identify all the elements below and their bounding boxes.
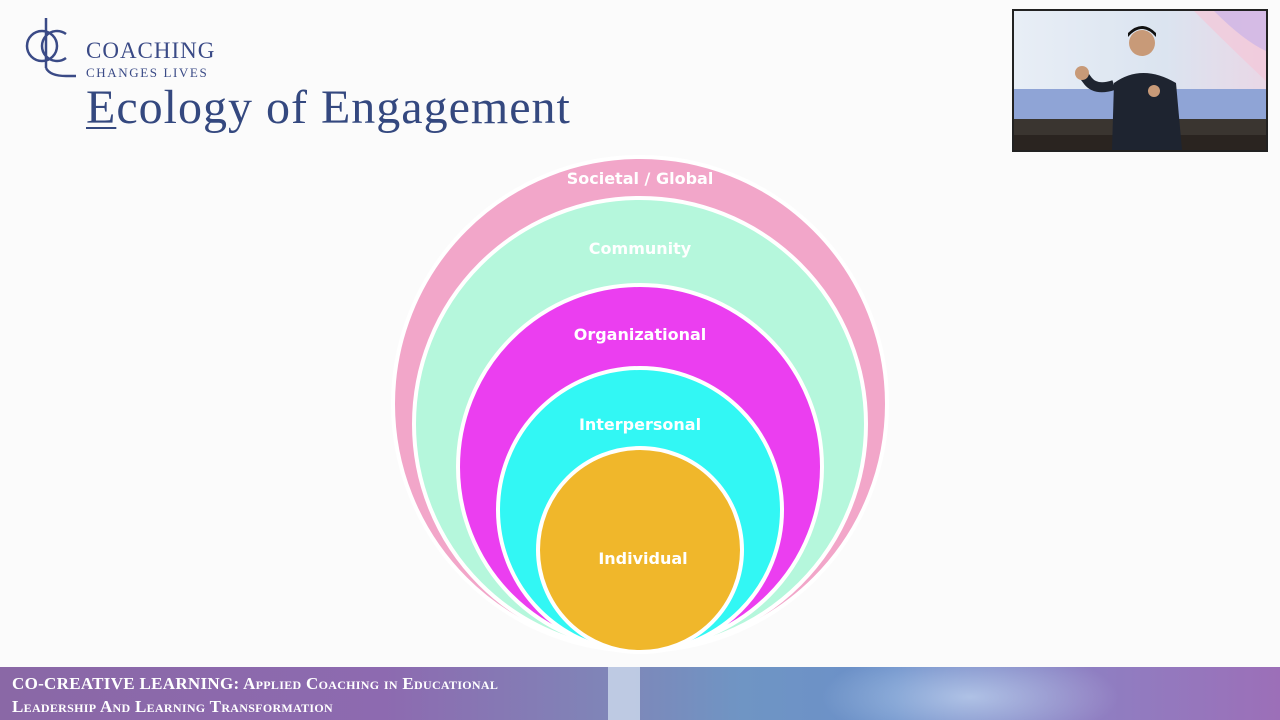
banner-glow <box>820 667 1120 720</box>
label-organizational: Organizational <box>574 325 707 344</box>
label-community: Community <box>589 239 692 258</box>
logo-text-changes-lives: CHANGES LIVES <box>86 65 209 80</box>
ccl-logo-icon <box>25 18 76 78</box>
event-banner-line2: Leadership And Learning Transformation <box>12 697 333 716</box>
slide-title-rest: cology of Engagement <box>116 81 571 134</box>
speaker-video[interactable] <box>1012 9 1268 152</box>
label-interpersonal: Interpersonal <box>579 415 701 434</box>
layer-individual <box>536 446 744 654</box>
slide-title: Ecology of Engagement <box>86 80 571 135</box>
event-banner: CO-CREATIVE LEARNING: Applied Coaching i… <box>0 667 1280 720</box>
slide-title-first-letter: E <box>86 81 117 134</box>
coaching-changes-lives-logo: COACHING CHANGES LIVES <box>20 16 230 80</box>
ecology-diagram: Societal / Global Community Organization… <box>391 155 889 654</box>
event-banner-text: CO-CREATIVE LEARNING: Applied Coaching i… <box>12 672 498 718</box>
label-societal-global: Societal / Global <box>567 169 714 188</box>
label-individual: Individual <box>598 549 687 568</box>
event-banner-line1: CO-CREATIVE LEARNING: Applied Coaching i… <box>12 674 499 693</box>
banner-strip <box>608 667 640 720</box>
logo-text-coaching: COACHING <box>86 38 216 63</box>
presenter-video-feed-icon <box>1014 11 1266 150</box>
